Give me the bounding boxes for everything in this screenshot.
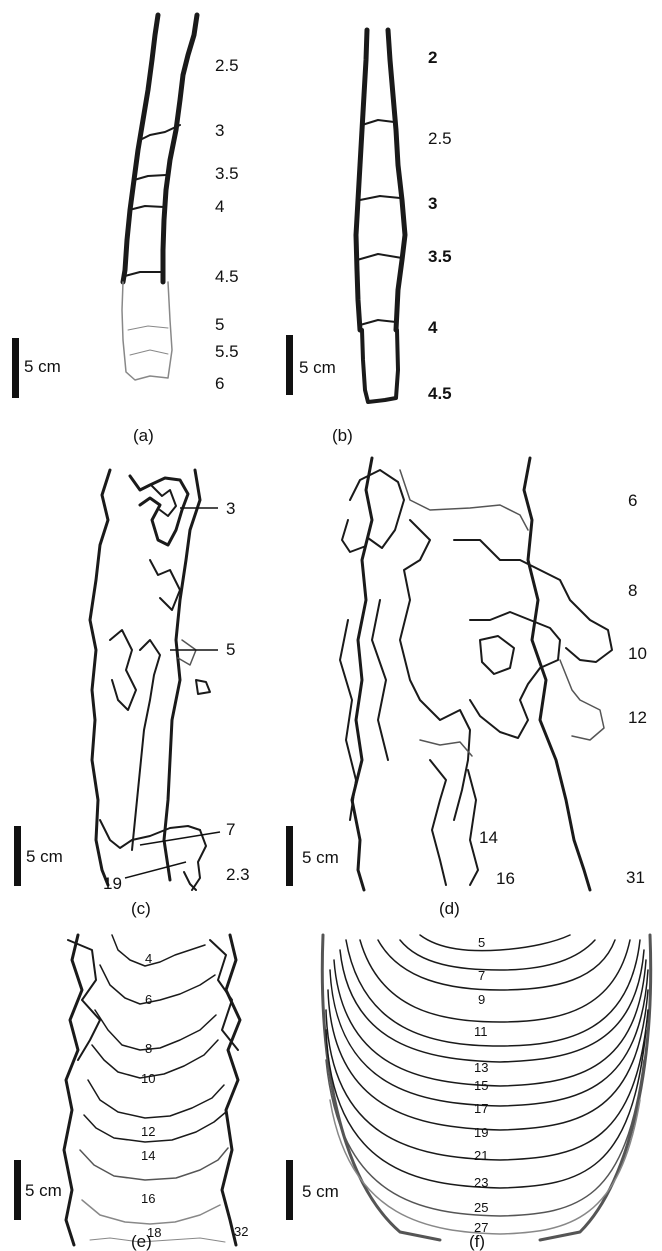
panel-a-contours <box>122 15 197 380</box>
panel-a-scale-bar: 5 cm <box>12 338 61 398</box>
panel-caption: (e) <box>131 1232 152 1251</box>
front-label: 19 <box>103 874 122 893</box>
panel-b-scale-bar: 5 cm <box>286 335 336 395</box>
scale-label: 5 cm <box>25 1181 62 1200</box>
front-label: 10 <box>628 644 647 663</box>
front-label: 14 <box>141 1148 155 1163</box>
scale-bar <box>14 1160 21 1220</box>
panel-c-scale-bar: 5 cm <box>14 826 63 886</box>
panel-d-contours <box>340 458 612 890</box>
front-label: 3 <box>428 194 437 213</box>
panel-b: 5 cm 2 2.5 3 3.5 4 4.5 (b) <box>286 30 452 445</box>
panel-caption: (f) <box>469 1232 485 1251</box>
scale-label: 5 cm <box>302 1182 339 1201</box>
panel-caption: (d) <box>439 899 460 918</box>
front-label: 19 <box>474 1125 488 1140</box>
scale-label: 5 cm <box>302 848 339 867</box>
front-label: 4 <box>215 197 224 216</box>
front-label: 4.5 <box>428 384 452 403</box>
front-label: 9 <box>478 992 485 1007</box>
front-label: 10 <box>141 1071 155 1086</box>
panel-caption: (b) <box>332 426 353 445</box>
front-label: 7 <box>226 820 235 839</box>
panel-e-scale-bar: 5 cm <box>14 1160 62 1220</box>
front-label: 6 <box>145 992 152 1007</box>
panel-c-contours <box>90 470 220 890</box>
scale-label: 5 cm <box>26 847 63 866</box>
front-label: 17 <box>474 1101 488 1116</box>
front-label: 12 <box>141 1124 155 1139</box>
scale-bar <box>14 826 21 886</box>
front-label: 3.5 <box>215 164 239 183</box>
panel-e: 5 cm 4 6 8 10 12 14 16 18 32 (e) <box>14 935 248 1251</box>
front-label: 6 <box>628 491 637 510</box>
panel-caption: (a) <box>133 426 154 445</box>
front-label: 32 <box>234 1224 248 1239</box>
scale-bar <box>286 1160 293 1220</box>
scale-label: 5 cm <box>24 357 61 376</box>
front-label: 4.5 <box>215 267 239 286</box>
panel-f-scale-bar: 5 cm <box>286 1160 339 1220</box>
front-label: 3.5 <box>428 247 452 266</box>
front-label: 8 <box>628 581 637 600</box>
front-label: 3 <box>215 121 224 140</box>
panel-d-scale-bar: 5 cm <box>286 826 339 886</box>
front-label: 4 <box>428 318 438 337</box>
front-label: 25 <box>474 1200 488 1215</box>
front-label: 8 <box>145 1041 152 1056</box>
front-label: 2.5 <box>428 129 452 148</box>
front-label: 2.3 <box>226 865 250 884</box>
front-label: 11 <box>474 1024 488 1039</box>
front-label: 15 <box>474 1078 488 1093</box>
front-label: 31 <box>626 868 645 887</box>
scale-bar <box>286 826 293 886</box>
panel-c: 5 cm 3 5 7 19 2.3 (c) <box>14 470 250 918</box>
front-label: 2 <box>428 48 437 67</box>
front-label: 4 <box>145 951 152 966</box>
scale-label: 5 cm <box>299 358 336 377</box>
panel-b-contours <box>356 30 405 402</box>
front-label: 6 <box>215 374 224 393</box>
scale-bar <box>286 335 293 395</box>
panel-a: 5 cm 2.5 3 3.5 4 4.5 5 5.5 6 (a) <box>12 15 239 445</box>
front-label: 5 <box>226 640 235 659</box>
panel-caption: (c) <box>131 899 151 918</box>
front-label: 16 <box>141 1191 155 1206</box>
front-label: 7 <box>478 968 485 983</box>
front-label: 12 <box>628 708 647 727</box>
front-label: 5 <box>215 315 224 334</box>
front-label: 16 <box>496 869 515 888</box>
front-label: 5.5 <box>215 342 239 361</box>
front-label: 2.5 <box>215 56 239 75</box>
front-label: 3 <box>226 499 235 518</box>
front-label: 13 <box>474 1060 488 1075</box>
front-label: 23 <box>474 1175 488 1190</box>
leader-line <box>125 862 186 878</box>
panel-d: 5 cm 6 8 10 12 14 16 31 (d) <box>286 458 647 918</box>
front-label: 14 <box>479 828 498 847</box>
front-label: 5 <box>478 935 485 950</box>
leader-line <box>140 832 220 845</box>
scale-bar <box>12 338 19 398</box>
front-label: 21 <box>474 1148 488 1163</box>
panel-f: 5 cm 5 7 9 11 13 15 17 19 21 23 25 27 (f… <box>286 935 651 1251</box>
